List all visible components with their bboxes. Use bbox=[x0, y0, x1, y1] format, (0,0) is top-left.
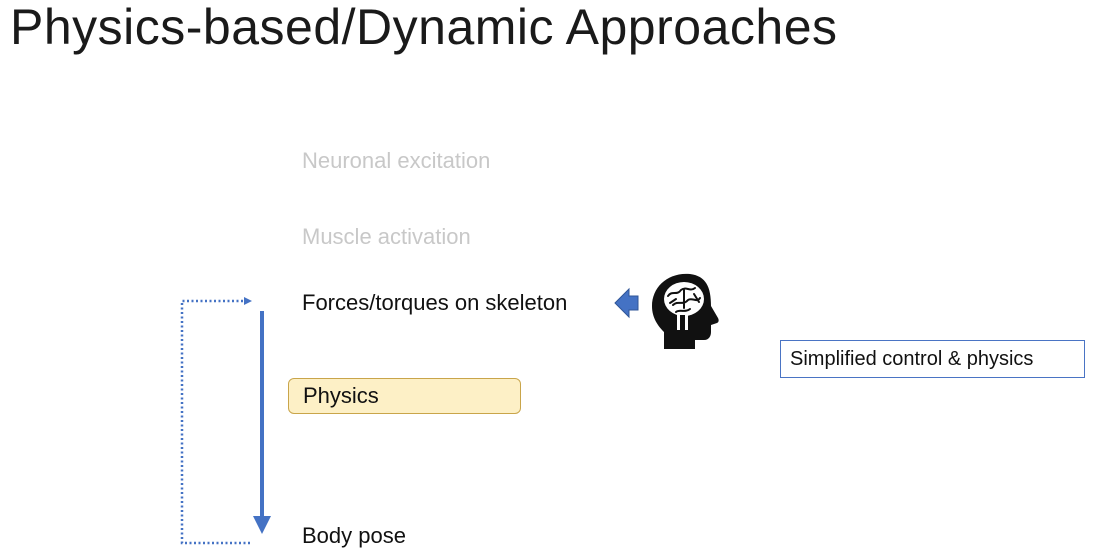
label-forces-torques: Forces/torques on skeleton bbox=[302, 290, 568, 315]
label-body-pose: Body pose bbox=[302, 523, 406, 548]
feedback-loop-arrow bbox=[180, 297, 252, 545]
physics-label: Physics bbox=[303, 383, 379, 408]
brain-head-icon bbox=[652, 273, 719, 349]
left-arrow-icon bbox=[614, 287, 639, 319]
slide-title: Physics-based/Dynamic Approaches bbox=[10, 0, 838, 55]
label-muscle-activation: Muscle activation bbox=[302, 224, 471, 249]
down-arrow bbox=[253, 311, 271, 534]
note-box: Simplified control & physics bbox=[780, 340, 1085, 378]
physics-box: Physics bbox=[288, 378, 521, 414]
note-text: Simplified control & physics bbox=[790, 348, 1034, 370]
label-neuronal-excitation: Neuronal excitation bbox=[302, 148, 491, 173]
